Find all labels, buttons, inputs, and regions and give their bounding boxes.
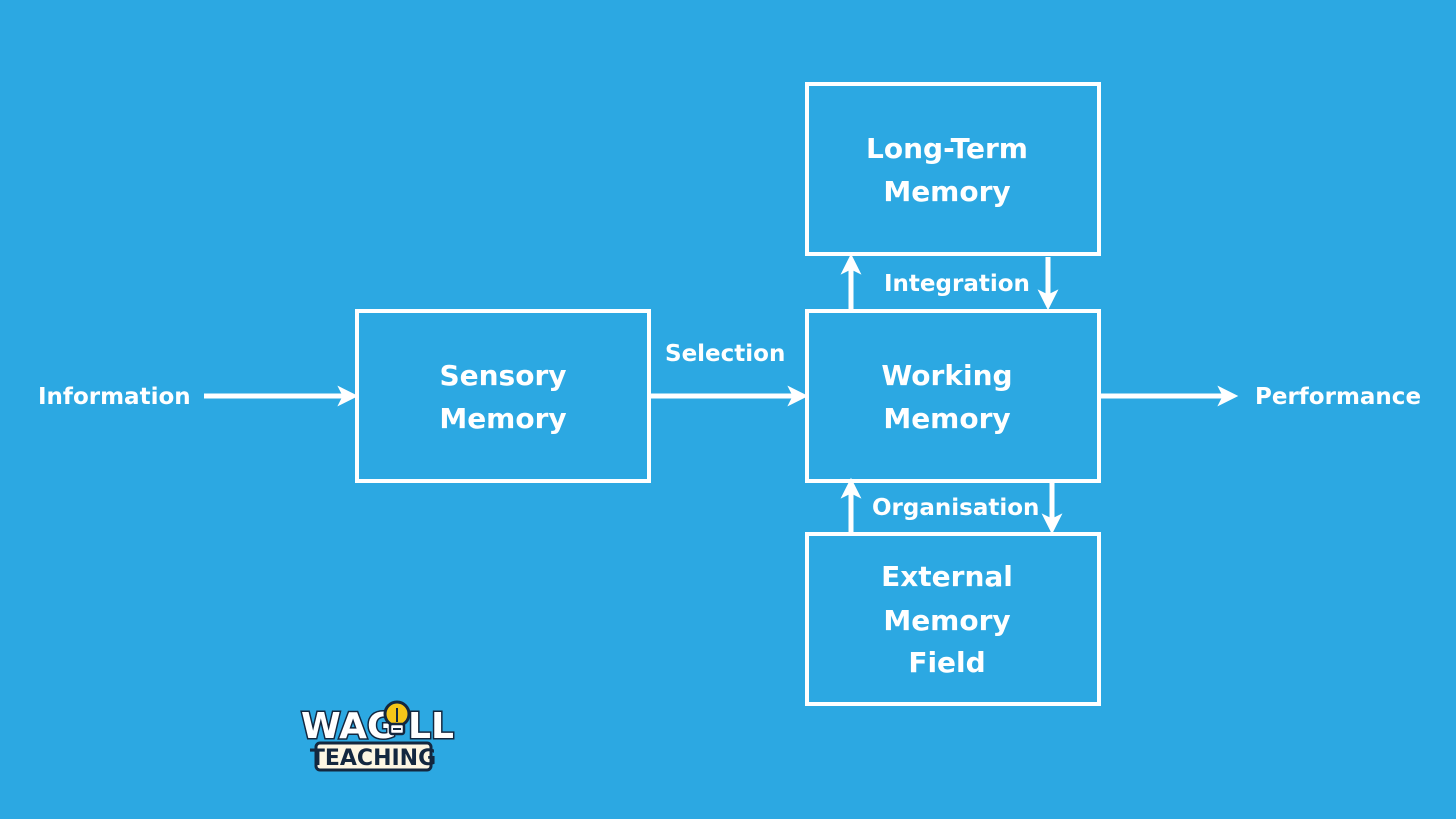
sensory-memory-line1: Sensory: [439, 359, 566, 392]
integration-label: Integration: [884, 271, 1030, 297]
selection-label: Selection: [665, 341, 785, 367]
long-term-memory-line1: Long-Term: [866, 132, 1028, 165]
external-memory-line1: External: [881, 560, 1013, 593]
external-memory-line3: Field: [908, 646, 985, 679]
logo-badge: [314, 741, 433, 772]
working-memory-line1: Working: [881, 359, 1012, 392]
working-memory-line2: Memory: [883, 402, 1010, 435]
sensory-memory-line2: Memory: [439, 402, 566, 435]
logo-wordmark-left: WAG: [301, 706, 397, 747]
external-memory-field-box: [805, 532, 1101, 706]
organisation-label: Organisation: [872, 495, 1039, 521]
wagoll-teaching-logo: WAG LL TEACHING: [300, 700, 455, 772]
performance-label: Performance: [1255, 384, 1421, 410]
long-term-memory-box: [805, 82, 1101, 256]
long-term-memory-line2: Memory: [883, 175, 1010, 208]
information-label: Information: [38, 384, 191, 410]
lightbulb-icon: [383, 700, 411, 736]
logo-teaching-text: TEACHING: [310, 746, 436, 771]
external-memory-line2: Memory: [883, 604, 1010, 637]
logo-wordmark-right: LL: [408, 706, 454, 747]
